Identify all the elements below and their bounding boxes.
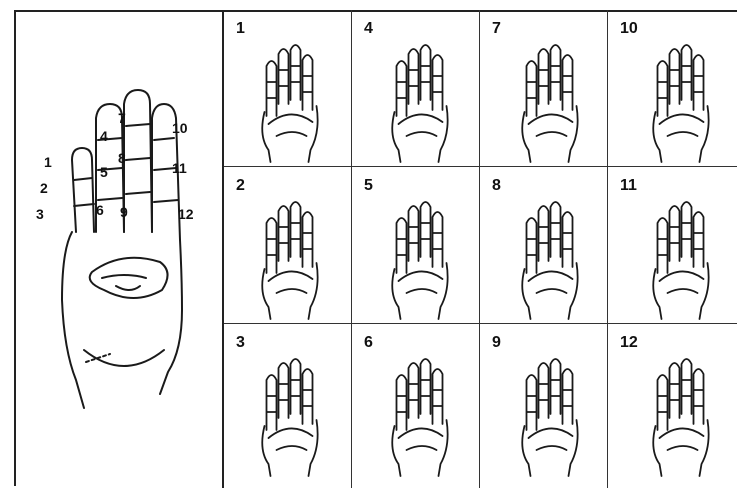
finger-label-12: 12	[178, 206, 194, 222]
pose-cell-5: 5	[352, 167, 480, 324]
finger-label-10: 10	[172, 120, 188, 136]
pose-cell-3: 3	[224, 324, 352, 488]
finger-label-8: 8	[118, 150, 126, 166]
pose-number: 12	[620, 334, 638, 352]
reference-hand-panel: 1 2 3 4 5 6 7 8 9 10 11 12	[14, 10, 224, 488]
pose-number: 1	[236, 20, 245, 38]
finger-label-6: 6	[96, 202, 104, 218]
finger-label-9: 9	[120, 204, 128, 220]
pose-cell-6: 6	[352, 324, 480, 488]
pose-cell-12: 12	[608, 324, 737, 488]
pose-cell-11: 11	[608, 167, 737, 324]
pose-number: 5	[364, 177, 373, 195]
reference-hand-drawing	[14, 10, 224, 488]
pose-number: 9	[492, 334, 501, 352]
finger-label-4: 4	[100, 128, 108, 144]
pose-cell-2: 2	[224, 167, 352, 324]
pose-number: 6	[364, 334, 373, 352]
pose-number: 7	[492, 20, 501, 38]
finger-label-5: 5	[100, 164, 108, 180]
pose-number: 10	[620, 20, 638, 38]
pose-number: 8	[492, 177, 501, 195]
pose-number: 4	[364, 20, 373, 38]
pose-grid: 1 4 7 10 2 5 8 11 3 6 9 12	[224, 10, 737, 488]
finger-label-2: 2	[40, 180, 48, 196]
pose-cell-9: 9	[480, 324, 608, 488]
finger-label-1: 1	[44, 154, 52, 170]
pose-number: 11	[620, 177, 637, 195]
pose-cell-4: 4	[352, 10, 480, 167]
finger-label-3: 3	[36, 206, 44, 222]
finger-label-7: 7	[118, 110, 126, 126]
pose-cell-8: 8	[480, 167, 608, 324]
pose-number: 2	[236, 177, 245, 195]
finger-label-11: 11	[172, 160, 187, 176]
pose-cell-10: 10	[608, 10, 737, 167]
pose-cell-7: 7	[480, 10, 608, 167]
pose-number: 3	[236, 334, 245, 352]
pose-cell-1: 1	[224, 10, 352, 167]
